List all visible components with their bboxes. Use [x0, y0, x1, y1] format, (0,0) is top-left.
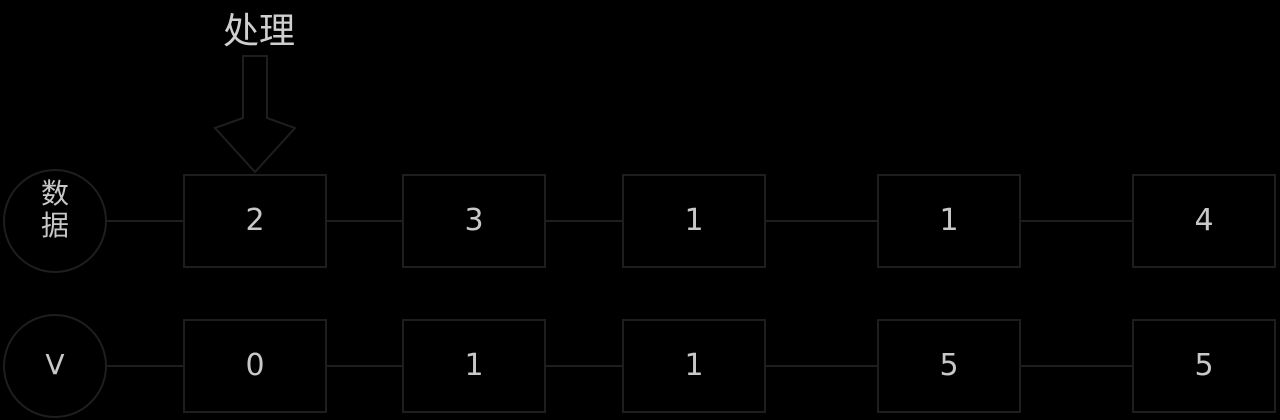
v-node-1-value: 0	[245, 348, 265, 383]
row-label-v: V	[45, 348, 65, 381]
v-node-5-value: 5	[1194, 348, 1214, 383]
v-node-3-value: 1	[684, 348, 704, 383]
process-label: 处理	[222, 11, 295, 52]
data-node-5-value: 4	[1194, 203, 1214, 238]
v-node-2-value: 1	[464, 348, 484, 383]
data-node-5-box	[1132, 174, 1276, 268]
data-node-3-value: 1	[684, 203, 704, 238]
row-label-data-line-2: 据	[40, 209, 69, 242]
data-node-4-value: 1	[939, 203, 959, 238]
data-node-2-value: 3	[464, 203, 484, 238]
data-node-1-value: 2	[245, 203, 265, 238]
row-label-data: 数 据	[3, 180, 107, 240]
row-label-data-line-1: 数	[40, 177, 69, 210]
v-node-5-box	[1132, 319, 1276, 413]
process-arrow-icon	[213, 55, 297, 174]
v-node-4-value: 5	[939, 348, 959, 383]
